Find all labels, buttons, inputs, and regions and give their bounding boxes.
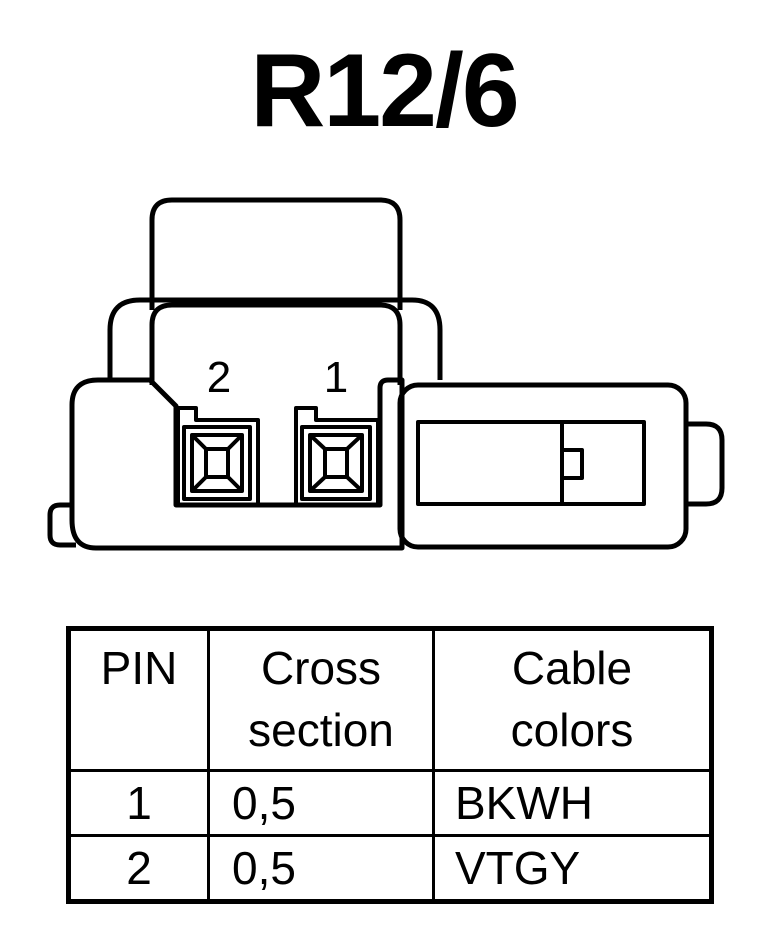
pin-terminal-1 — [294, 406, 380, 507]
connector-window — [416, 420, 646, 506]
connector-title: R12/6 — [250, 33, 520, 149]
connector-body-right — [397, 382, 689, 550]
cell-pin: 2 — [67, 834, 210, 903]
pin-assignment-table: PIN Cross section Cable colors 1 0,5 BKW… — [66, 626, 714, 904]
header-cable-colors-line2: colors — [510, 704, 634, 756]
header-cable-colors-line1: Cable — [511, 642, 633, 694]
connector-cavity — [149, 302, 403, 385]
header-pin: PIN — [67, 627, 210, 772]
cell-cable-color: BKWH — [432, 769, 713, 837]
cell-cross-section: 0,5 — [207, 834, 435, 903]
cell-cable-color: VTGY — [432, 834, 713, 903]
header-cross-section: Cross section — [207, 627, 435, 772]
connector-top-latch — [149, 197, 403, 310]
table-header-row: PIN Cross section Cable colors — [67, 627, 713, 772]
connector-left-tab — [47, 502, 76, 548]
connector-window-slider — [560, 422, 584, 504]
connector-body-left — [69, 377, 405, 551]
cell-pin: 1 — [67, 769, 210, 837]
table-row: 2 0,5 VTGY — [67, 834, 713, 903]
cell-cross-section: 0,5 — [207, 769, 435, 837]
header-cable-colors: Cable colors — [432, 627, 713, 772]
header-cross-section-line2: section — [248, 704, 394, 756]
connector-right-tab — [686, 421, 725, 507]
pin-label-2: 2 — [207, 353, 231, 402]
connector-shoulder — [107, 297, 443, 380]
pin-terminal-2 — [176, 406, 260, 507]
connector-diagram: 2 1 — [47, 197, 725, 551]
pin-label-1: 1 — [324, 353, 348, 402]
table-row: 1 0,5 BKWH — [67, 769, 713, 837]
header-cross-section-line1: Cross — [260, 642, 382, 694]
